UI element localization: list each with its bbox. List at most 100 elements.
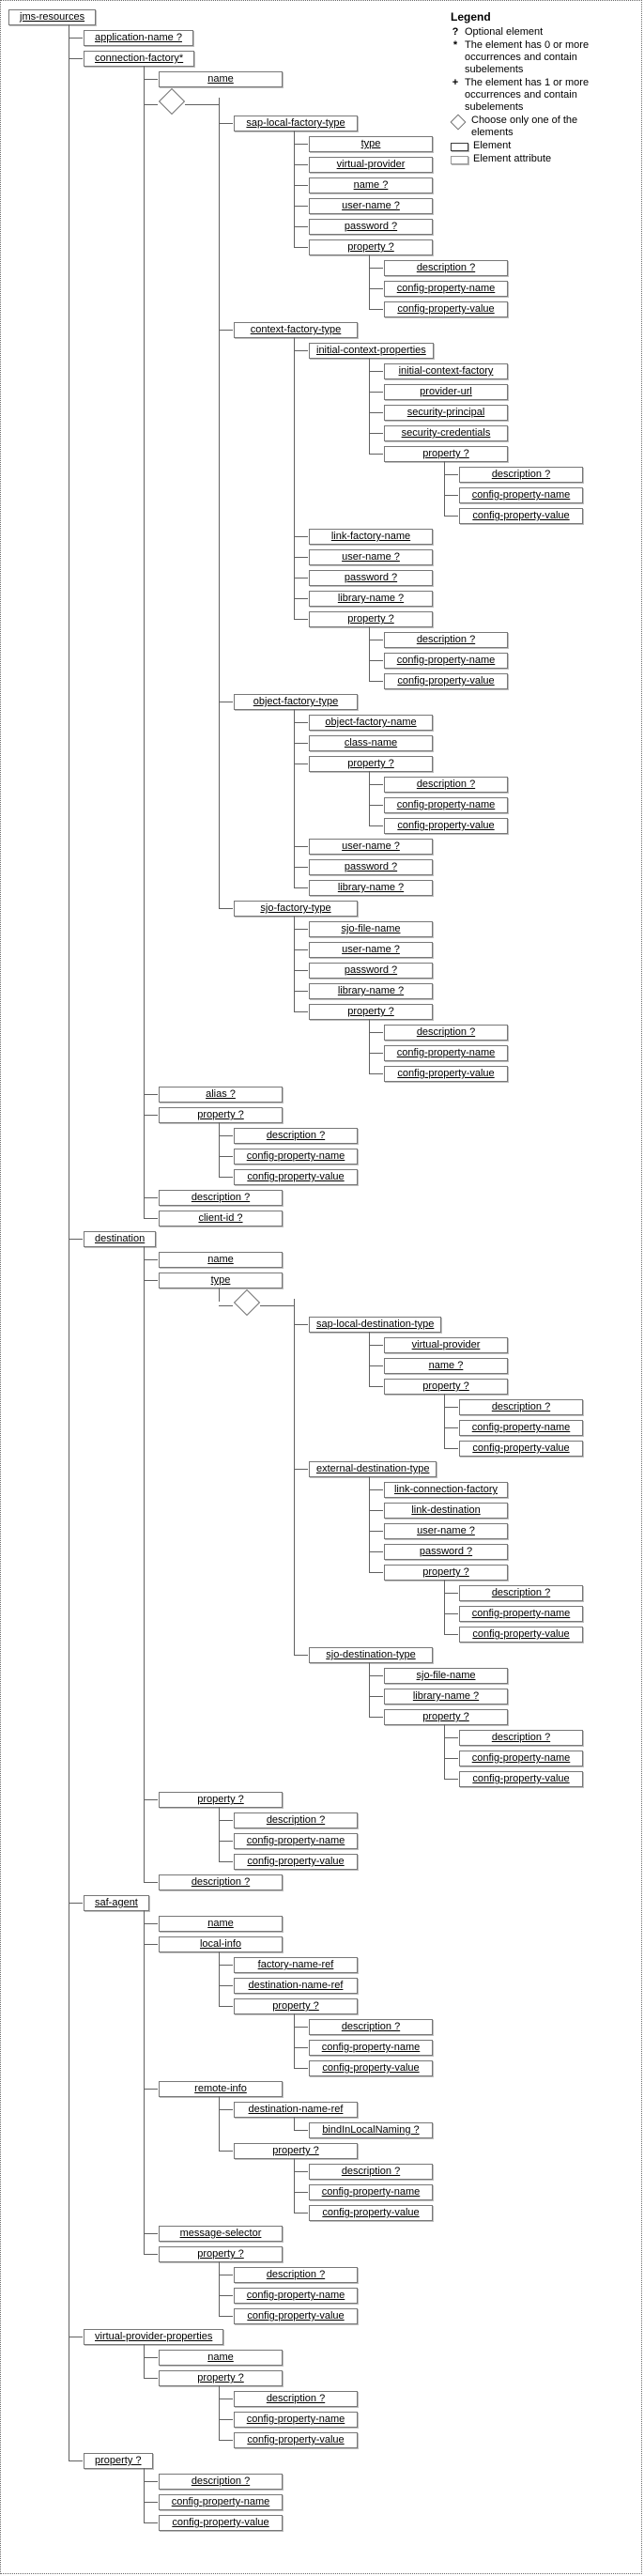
element-box-property[interactable]: property ?	[309, 611, 433, 627]
element-box-config-property-name[interactable]: config-property-name	[234, 2288, 358, 2304]
element-box-user-name[interactable]: user-name ?	[309, 549, 433, 565]
element-box-type[interactable]: type	[159, 1273, 283, 1288]
element-box-config-property-value[interactable]: config-property-value	[459, 1771, 583, 1787]
element-box-description[interactable]: description ?	[159, 1874, 283, 1890]
element-box-remote-info[interactable]: remote-info	[159, 2081, 283, 2097]
element-box-client-id[interactable]: client-id ?	[159, 1211, 283, 1226]
element-box-provider-url[interactable]: provider-url	[384, 384, 508, 400]
element-box-description[interactable]: description ?	[309, 2164, 433, 2180]
element-box-bindinlocalnaming[interactable]: bindInLocalNaming ?	[309, 2122, 433, 2138]
element-box-sjo-destination-type[interactable]: sjo-destination-type	[309, 1647, 433, 1663]
element-box-external-destination-type[interactable]: external-destination-type	[309, 1461, 437, 1477]
element-box-description[interactable]: description ?	[384, 1025, 508, 1041]
element-box-factory-name-ref[interactable]: factory-name-ref	[234, 1957, 358, 1973]
element-box-config-property-name[interactable]: config-property-name	[234, 1833, 358, 1849]
element-box-property[interactable]: property ?	[309, 1004, 433, 1020]
element-box-sjo-file-name[interactable]: sjo-file-name	[384, 1668, 508, 1684]
element-box-password[interactable]: password ?	[309, 219, 433, 235]
element-box-library-name[interactable]: library-name ?	[309, 983, 433, 999]
element-box-property[interactable]: property ?	[309, 756, 433, 772]
element-box-property[interactable]: property ?	[309, 239, 433, 255]
element-box-config-property-value[interactable]: config-property-value	[234, 2432, 358, 2448]
element-box-description[interactable]: description ?	[234, 1812, 358, 1828]
element-box-config-property-value[interactable]: config-property-value	[384, 1066, 508, 1082]
element-box-destination-name-ref[interactable]: destination-name-ref	[234, 1978, 358, 1994]
element-box-jms-resources[interactable]: jms-resources	[8, 9, 97, 25]
element-box-config-property-name[interactable]: config-property-name	[384, 281, 508, 297]
element-box-config-property-name[interactable]: config-property-name	[459, 1606, 583, 1622]
element-box-user-name[interactable]: user-name ?	[384, 1523, 508, 1539]
element-box-config-property-value[interactable]: config-property-value	[384, 673, 508, 689]
element-box-sjo-file-name[interactable]: sjo-file-name	[309, 921, 433, 937]
element-box-property[interactable]: property ?	[234, 1998, 358, 2014]
element-box-name[interactable]: name ?	[384, 1358, 508, 1374]
element-box-config-property-name[interactable]: config-property-name	[459, 487, 583, 503]
element-box-description[interactable]: description ?	[459, 1730, 583, 1746]
element-box-config-property-value[interactable]: config-property-value	[384, 818, 508, 834]
element-box-property[interactable]: property ?	[159, 2246, 283, 2262]
element-box-message-selector[interactable]: message-selector	[159, 2226, 283, 2242]
element-box-saf-agent[interactable]: saf-agent	[84, 1895, 149, 1911]
element-box-destination-name-ref[interactable]: destination-name-ref	[234, 2102, 358, 2118]
element-box-config-property-value[interactable]: config-property-value	[159, 2515, 283, 2531]
element-box-property[interactable]: property ?	[159, 2370, 283, 2386]
element-box-config-property-value[interactable]: config-property-value	[459, 1627, 583, 1643]
element-box-local-info[interactable]: local-info	[159, 1936, 283, 1952]
element-box-initial-context-properties[interactable]: initial-context-properties	[309, 343, 434, 359]
element-box-property[interactable]: property ?	[159, 1107, 283, 1123]
element-box-context-factory-type[interactable]: context-factory-type	[234, 322, 358, 338]
element-box-name[interactable]: name	[159, 1252, 283, 1268]
element-box-config-property-value[interactable]: config-property-value	[309, 2060, 433, 2076]
element-box-user-name[interactable]: user-name ?	[309, 942, 433, 958]
element-box-description[interactable]: description ?	[309, 2019, 433, 2035]
element-box-config-property-name[interactable]: config-property-name	[384, 653, 508, 669]
element-box-description[interactable]: description ?	[234, 2391, 358, 2407]
element-box-description[interactable]: description ?	[459, 1585, 583, 1601]
element-box-config-property-name[interactable]: config-property-name	[159, 2494, 283, 2510]
element-box-library-name[interactable]: library-name ?	[384, 1689, 508, 1704]
element-box-user-name[interactable]: user-name ?	[309, 198, 433, 214]
element-box-name[interactable]: name ?	[309, 177, 433, 193]
element-box-password[interactable]: password ?	[309, 859, 433, 875]
element-box-config-property-value[interactable]: config-property-value	[234, 1169, 358, 1185]
element-box-password[interactable]: password ?	[309, 570, 433, 586]
element-box-description[interactable]: description ?	[234, 2267, 358, 2283]
element-box-virtual-provider-properties[interactable]: virtual-provider-properties	[84, 2329, 224, 2345]
element-box-config-property-name[interactable]: config-property-name	[309, 2184, 433, 2200]
element-box-description[interactable]: description ?	[384, 260, 508, 276]
element-box-config-property-name[interactable]: config-property-name	[234, 1149, 358, 1165]
element-box-property[interactable]: property ?	[384, 1379, 508, 1395]
element-box-class-name[interactable]: class-name	[309, 735, 433, 751]
element-box-virtual-provider[interactable]: virtual-provider	[384, 1337, 508, 1353]
element-box-config-property-value[interactable]: config-property-value	[234, 2308, 358, 2324]
element-box-property[interactable]: property ?	[84, 2453, 153, 2469]
element-box-name[interactable]: name	[159, 71, 283, 87]
element-box-property[interactable]: property ?	[384, 1565, 508, 1581]
element-box-description[interactable]: description ?	[384, 777, 508, 793]
element-box-connection-factory[interactable]: connection-factory*	[84, 51, 195, 67]
element-box-link-factory-name[interactable]: link-factory-name	[309, 529, 433, 545]
element-box-sap-local-destination-type[interactable]: sap-local-destination-type	[309, 1317, 442, 1333]
element-box-config-property-name[interactable]: config-property-name	[234, 2412, 358, 2428]
element-box-link-destination[interactable]: link-destination	[384, 1503, 508, 1519]
element-box-security-principal[interactable]: security-principal	[384, 405, 508, 421]
element-box-virtual-provider[interactable]: virtual-provider	[309, 157, 433, 173]
element-box-link-connection-factory[interactable]: link-connection-factory	[384, 1482, 508, 1498]
element-box-description[interactable]: description ?	[459, 1399, 583, 1415]
element-box-property[interactable]: property ?	[159, 1792, 283, 1808]
element-box-config-property-value[interactable]: config-property-value	[459, 1441, 583, 1457]
element-box-config-property-name[interactable]: config-property-name	[384, 797, 508, 813]
element-box-config-property-value[interactable]: config-property-value	[309, 2205, 433, 2221]
element-box-description[interactable]: description ?	[234, 1128, 358, 1144]
element-box-type[interactable]: type	[309, 136, 433, 152]
element-box-config-property-value[interactable]: config-property-value	[234, 1854, 358, 1870]
element-box-destination[interactable]: destination	[84, 1231, 157, 1247]
element-box-property[interactable]: property ?	[234, 2143, 358, 2159]
element-box-property[interactable]: property ?	[384, 1709, 508, 1725]
element-box-config-property-value[interactable]: config-property-value	[384, 301, 508, 317]
element-box-library-name[interactable]: library-name ?	[309, 880, 433, 896]
element-box-library-name[interactable]: library-name ?	[309, 591, 433, 607]
element-box-initial-context-factory[interactable]: initial-context-factory	[384, 363, 508, 379]
element-box-description[interactable]: description ?	[459, 467, 583, 483]
element-box-config-property-name[interactable]: config-property-name	[459, 1420, 583, 1436]
